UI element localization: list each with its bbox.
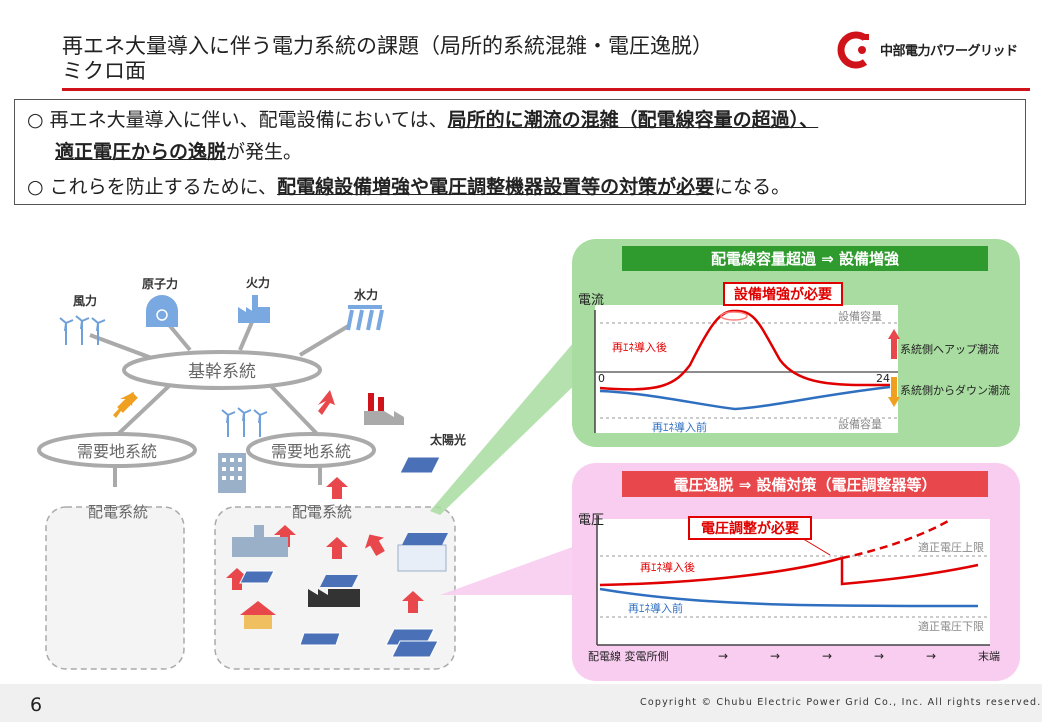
capacity-top-label: 設備容量	[838, 309, 882, 323]
copyright-text: Copyright © Chubu Electric Power Grid Co…	[640, 697, 1042, 708]
solar-label: 太陽光	[430, 432, 466, 447]
trunk-system-label: 基幹系統	[188, 361, 256, 382]
thermal-plant-icon	[238, 295, 270, 323]
down-flow-label: 系統側からダウン潮流	[900, 383, 1010, 397]
capacity-header-text: 配電線容量超過 ⇒ 設備増強	[711, 250, 899, 268]
distribution-area-left	[45, 506, 185, 670]
up-flow-arrow	[226, 390, 424, 613]
up-flow-legend-arrow	[888, 329, 900, 359]
hydro-dam-icon	[346, 305, 384, 331]
capacity-callout-box	[723, 282, 843, 306]
callout-connector-pink	[440, 545, 578, 595]
demand-system-left-label: 需要地系統	[77, 442, 157, 461]
capacity-before-curve	[599, 385, 891, 411]
wind-turbine-icon	[59, 315, 106, 345]
voltage-after-regulated	[840, 558, 979, 586]
trunk-system-ellipse	[122, 350, 322, 390]
page-title: 再エネ大量導入に伴う電力系統の課題（局所的系統混雑・電圧逸脱） ミクロ面	[62, 34, 822, 84]
capacity-bottom-label: 設備容量	[838, 417, 882, 431]
hydro-label: 水力	[354, 287, 378, 302]
voltage-x-arrow-3: →	[822, 649, 832, 663]
voltage-x-end: 末端	[978, 649, 1000, 663]
voltage-before-label: 再ｴﾈ導入前	[628, 601, 683, 615]
nuclear-label: 原子力	[142, 276, 178, 291]
capacity-plot-area	[595, 305, 898, 433]
voltage-lower-label: 適正電圧下限	[918, 619, 984, 633]
voltage-x-arrow-1: →	[718, 649, 728, 663]
voltage-x-start: 配電線 変電所側	[588, 649, 669, 663]
footer-bar	[0, 684, 1042, 722]
distribution-right-label: 配電系統	[292, 503, 352, 521]
chubu-logo-icon	[837, 31, 869, 69]
voltage-upper-label: 適正電圧上限	[918, 540, 984, 554]
store-icon	[397, 533, 448, 572]
demand-system-left-ellipse	[37, 432, 197, 468]
capacity-panel-header	[622, 246, 988, 271]
distribution-left-label: 配電系統	[88, 503, 148, 521]
title-underline	[62, 88, 1030, 91]
title-line-2: ミクロ面	[62, 59, 146, 83]
voltage-before-curve	[599, 587, 979, 608]
down-flow-arrow-orange	[113, 392, 134, 418]
grid-diagram: 基幹系統 需要地系統 需要地系統 配電系統 配電系統 風力 原子力 火力 水力	[37, 239, 1020, 681]
capacity-peak-marker	[720, 311, 748, 321]
summary-box: ○ 再エネ大量導入に伴い、配電設備においては、局所的に潮流の混雑（配電線容量の超…	[14, 99, 1026, 205]
capacity-after-label: 再ｴﾈ導入後	[612, 340, 667, 354]
capacity-before-label: 再ｴﾈ導入前	[652, 420, 707, 434]
voltage-after-curve	[599, 556, 843, 587]
capacity-y-label: 電流	[578, 293, 604, 308]
wind-turbine-center-icon	[221, 407, 268, 437]
house-icon	[240, 601, 276, 629]
voltage-callout-text: 電圧調整が必要	[701, 520, 799, 537]
demand-system-right-ellipse	[246, 432, 376, 468]
page-number: 6	[30, 694, 43, 716]
voltage-callout-box	[688, 516, 812, 540]
voltage-x-arrow-5: →	[926, 649, 936, 663]
wind-label: 風力	[73, 293, 97, 308]
title-line-1: 再エネ大量導入に伴う電力系統の課題（局所的系統混雑・電圧逸脱）	[62, 34, 713, 58]
capacity-after-curve	[599, 309, 891, 391]
capacity-x-end: 24	[876, 372, 890, 385]
voltage-panel-header	[622, 471, 988, 497]
callout-connector-green	[430, 335, 585, 515]
bullet-1-cont: 適正電圧からの逸脱が発生。	[55, 141, 303, 163]
voltage-after-dashed	[841, 518, 951, 560]
solar-array-icon	[239, 570, 439, 658]
voltage-header-text: 電圧逸脱 ⇒ 設備対策（電圧調整器等）	[673, 476, 936, 494]
factory-icon	[364, 393, 404, 425]
nuclear-plant-icon	[146, 295, 178, 327]
up-flow-label: 系統側へアップ潮流	[900, 342, 999, 356]
bullet-2: ○ これらを防止するために、配電線設備増強や電圧調整機器設置等の対策が必要になる…	[27, 176, 791, 198]
solar-panel-icon	[399, 456, 441, 474]
thermal-label: 火力	[246, 275, 270, 290]
school-icon	[232, 525, 288, 557]
capacity-callout-text: 設備増強が必要	[734, 286, 832, 303]
voltage-after-label: 再ｴﾈ導入後	[640, 560, 695, 574]
demand-system-right-label: 需要地系統	[271, 442, 351, 461]
capacity-x-start: 0	[598, 372, 605, 385]
logo-text: 中部電力パワーグリッド	[880, 44, 1018, 59]
voltage-x-arrow-4: →	[874, 649, 884, 663]
voltage-y-label: 電圧	[578, 513, 604, 528]
voltage-x-arrow-2: →	[770, 649, 780, 663]
factory-dark-icon	[308, 575, 360, 607]
down-flow-legend-arrow	[888, 377, 900, 407]
office-building-icon	[218, 453, 246, 493]
bullet-1: ○ 再エネ大量導入に伴い、配電設備においては、局所的に潮流の混雑（配電線容量の超…	[27, 109, 819, 131]
